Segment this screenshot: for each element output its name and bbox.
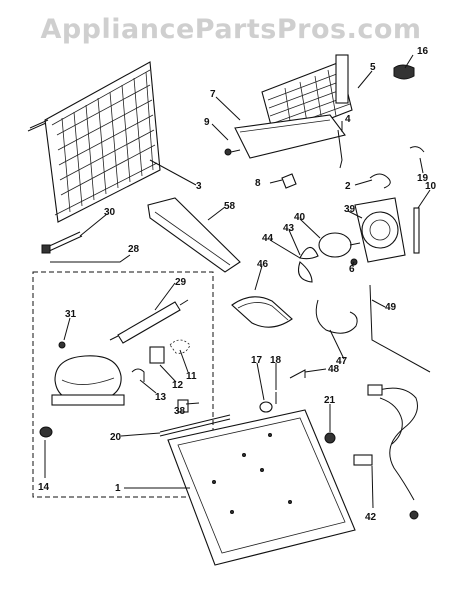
part-39-fan-shroud [354,197,406,263]
callout-7: 7 [210,89,216,100]
callout-10: 10 [425,181,437,192]
part-43-fan-blade [297,246,319,283]
part-49-tube [369,284,431,373]
callout-1: 1 [115,483,121,494]
evaporator-assembly [234,54,353,159]
leader-lines [44,54,431,509]
callout-39: 39 [344,204,356,215]
part-4-thermostat [337,129,343,169]
callout-8: 8 [255,178,261,189]
callout-29: 29 [175,277,187,288]
callout-3: 3 [196,181,202,192]
callout-49: 49 [385,302,397,313]
part-28-compressor-kit-box [32,271,214,498]
condenser-coil [27,61,161,223]
callout-18: 18 [270,355,282,366]
callout-9: 9 [204,117,210,128]
callout-labels: 16 5 7 9 4 3 8 2 19 10 30 58 40 39 43 44… [38,46,437,523]
part-40-fan-motor [318,232,361,258]
callout-28: 28 [128,244,140,255]
part-1-base-plate [167,409,356,566]
callout-17: 17 [251,355,263,366]
callout-58: 58 [224,201,236,212]
part-2-wire [369,173,391,189]
callout-21: 21 [324,395,336,406]
callout-20: 20 [110,432,122,443]
part-30-bolt [41,231,83,254]
callout-12: 12 [172,380,184,391]
callout-2: 2 [345,181,351,192]
callout-6: 6 [349,264,355,275]
callout-44: 44 [262,233,274,244]
callout-40: 40 [294,212,306,223]
part-46-drain-pan [231,296,293,328]
part-14-grommet [39,426,53,438]
part-58-duct [147,197,241,273]
part-20-rail [159,414,231,433]
callout-48: 48 [328,364,340,375]
part-29-drier [109,299,189,344]
callout-14: 14 [38,482,50,493]
callout-42: 42 [365,512,377,523]
part-31-grommet [58,341,66,349]
callout-43: 43 [283,223,295,234]
part-10-rod [413,207,420,254]
callout-46: 46 [257,259,269,270]
part-12-relay [149,346,165,364]
compressor [51,355,125,406]
callout-31: 31 [65,309,77,320]
callout-4: 4 [345,114,351,125]
part-9-screw [224,148,241,156]
part-21-nut [324,432,336,444]
callout-16: 16 [417,46,429,57]
callout-30: 30 [104,207,116,218]
part-38-connector [177,399,189,413]
part-17-part-18 [259,392,277,413]
part-19-wire [409,146,425,153]
callout-47: 47 [336,356,348,367]
callout-13: 13 [155,392,167,403]
callout-38: 38 [174,406,186,417]
part-13-overload [131,368,145,382]
part-8-clip [281,173,297,189]
part-42-wire-harness [353,384,419,520]
part-48-pin [289,369,306,379]
callout-11: 11 [186,371,197,382]
part-16-cap [393,64,415,80]
watermark: AppliancePartsPros.com [40,14,422,45]
callout-19: 19 [417,173,429,184]
callout-5: 5 [370,62,376,73]
part-47-hose [315,299,358,334]
part-11-bracket [169,339,191,354]
